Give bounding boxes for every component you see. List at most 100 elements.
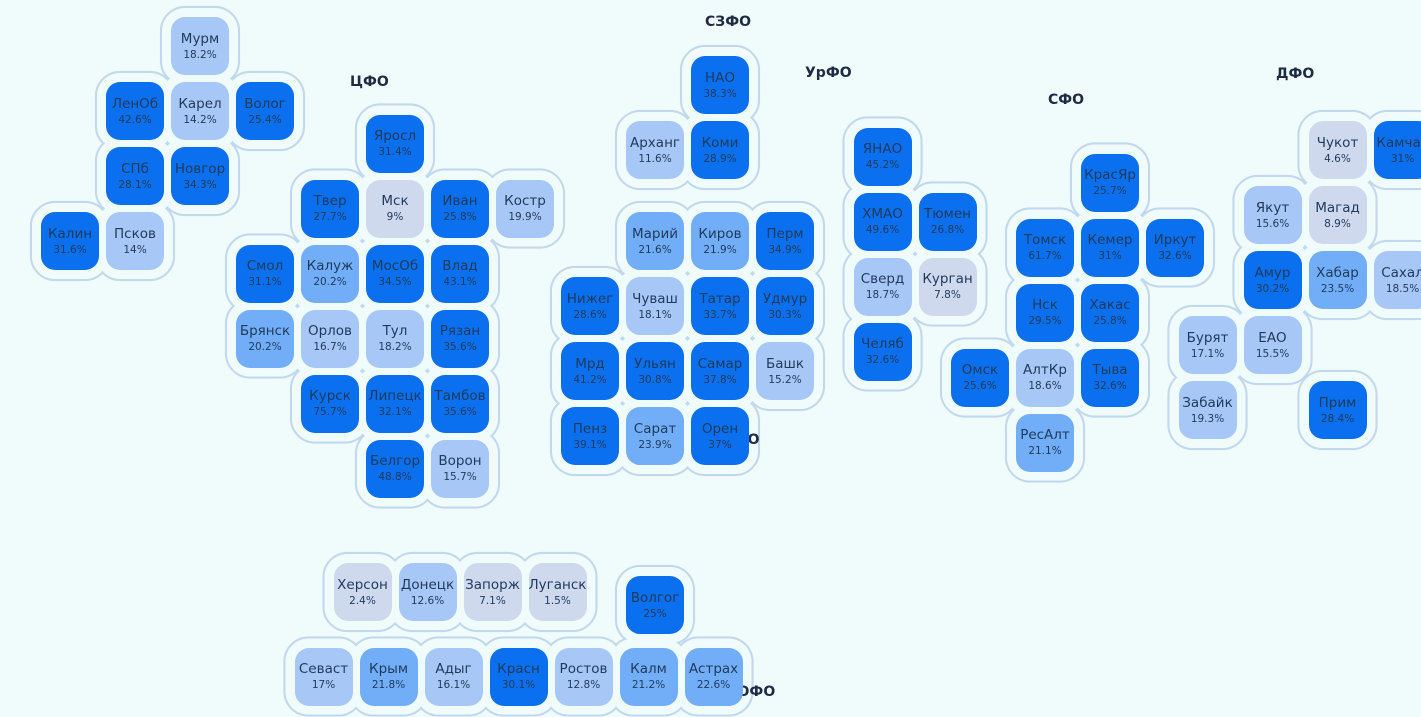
region-name: Самар: [697, 355, 743, 372]
region-value: 23.9%: [638, 438, 672, 451]
region-value: 30.1%: [501, 679, 536, 691]
region-name: Ростов: [559, 661, 608, 677]
region-value: 1.5%: [544, 594, 571, 607]
region-tile[interactable]: Камчат31%: [1373, 121, 1421, 179]
region-value: 32.6%: [1093, 380, 1127, 392]
region-name: Хабар: [1316, 264, 1359, 281]
region-value: 34.3%: [183, 178, 217, 191]
region-value: 18.7%: [865, 289, 900, 301]
region-value: 21.1%: [1028, 445, 1062, 457]
region-name: Курган: [922, 271, 973, 287]
region-name: ЛенОб: [111, 95, 159, 112]
region-name: Курск: [309, 388, 351, 404]
region-value: 29.5%: [1028, 315, 1062, 327]
region-value: 32.6%: [1158, 250, 1192, 262]
region-name: Удмур: [762, 290, 808, 307]
region-name: Тамбов: [434, 388, 486, 404]
region-value: 18.2%: [378, 341, 412, 353]
